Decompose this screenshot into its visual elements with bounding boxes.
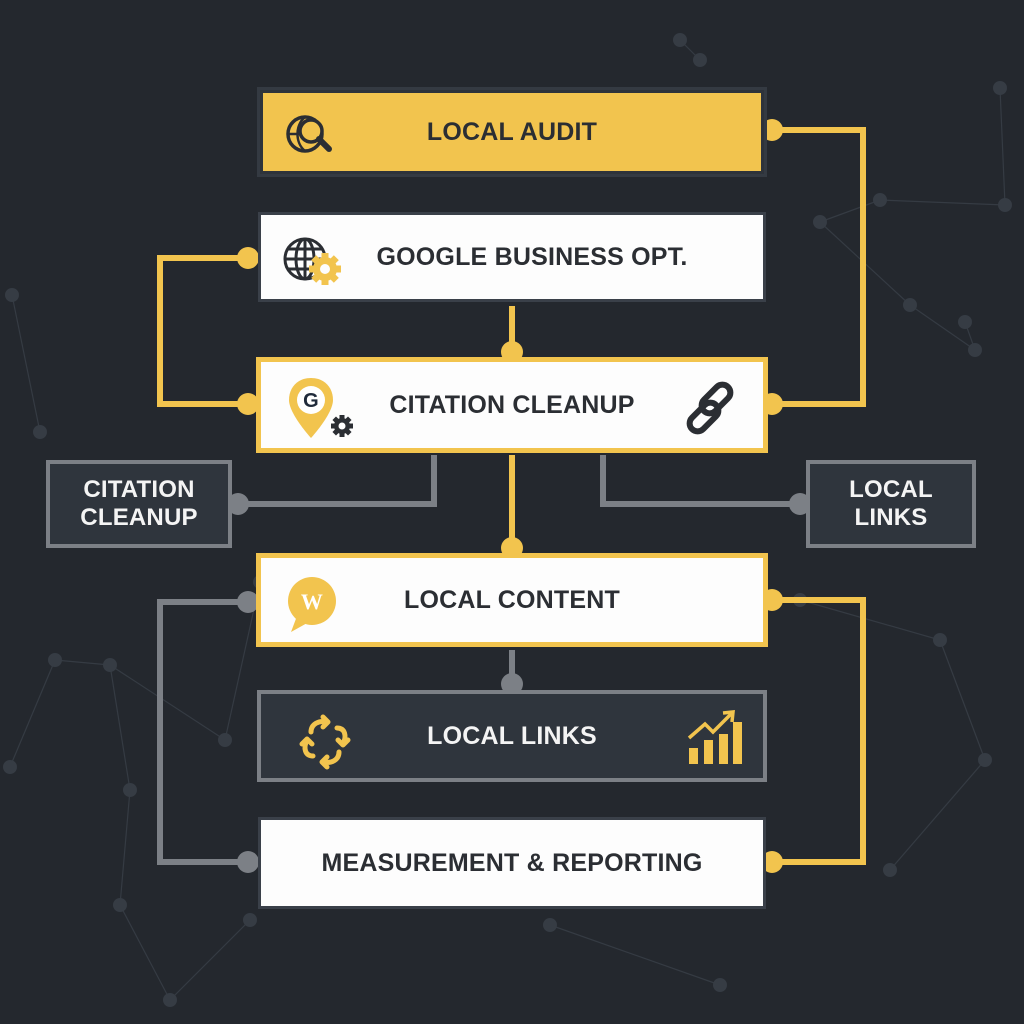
speech-bubble-w-icon: W bbox=[285, 576, 341, 636]
connector-citation-to-side-left bbox=[238, 455, 437, 507]
network-line bbox=[889, 759, 986, 871]
connector-citation-to-side-right bbox=[600, 455, 800, 507]
node-local-audit[interactable]: LOCAL AUDIT bbox=[260, 90, 764, 174]
label-line-1: CITATION bbox=[83, 476, 195, 503]
svg-text:W: W bbox=[301, 589, 323, 614]
connector-dot bbox=[237, 591, 259, 613]
network-line bbox=[819, 199, 881, 223]
globe-search-icon bbox=[283, 111, 343, 161]
network-node bbox=[673, 33, 687, 47]
node-label: MEASUREMENT & REPORTING bbox=[321, 848, 703, 877]
connector-dot bbox=[761, 119, 783, 141]
connector-dot bbox=[237, 393, 259, 415]
network-node bbox=[103, 658, 117, 672]
network-node bbox=[873, 193, 887, 207]
svg-text:G: G bbox=[303, 390, 319, 412]
node-citation-cleanup-side[interactable]: CITATION CLEANUP bbox=[46, 460, 232, 548]
node-google-business-opt[interactable]: GOOGLE BUSINESS OPT. bbox=[258, 212, 766, 302]
network-line bbox=[169, 919, 251, 1001]
connector-dot bbox=[501, 673, 523, 695]
node-local-content[interactable]: W LOCAL CONTENT bbox=[256, 553, 768, 647]
network-line bbox=[879, 199, 1006, 206]
network-node bbox=[243, 913, 257, 927]
node-label: LOCAL AUDIT bbox=[426, 117, 598, 146]
globe-gear-icon bbox=[281, 235, 351, 291]
network-line bbox=[909, 304, 976, 351]
node-label: CITATION CLEANUP bbox=[389, 390, 635, 419]
connector-content-to-measurement-right bbox=[772, 597, 866, 865]
network-node bbox=[3, 760, 17, 774]
network-line bbox=[54, 659, 111, 666]
network-node bbox=[993, 81, 1007, 95]
network-node bbox=[163, 993, 177, 1007]
connector-dot bbox=[761, 851, 783, 873]
network-node bbox=[903, 298, 917, 312]
label-line-1: LOCAL bbox=[849, 476, 933, 503]
connector-dot bbox=[237, 247, 259, 269]
node-local-links[interactable]: LOCAL LINKS bbox=[257, 690, 767, 782]
connector-dot bbox=[789, 493, 811, 515]
node-label: LOCAL LINKS bbox=[427, 721, 597, 750]
network-node bbox=[218, 733, 232, 747]
node-label: CITATION CLEANUP bbox=[80, 476, 197, 532]
network-node bbox=[543, 918, 557, 932]
network-node bbox=[48, 653, 62, 667]
connector-dot bbox=[227, 493, 249, 515]
network-node bbox=[968, 343, 982, 357]
connector-content-to-measurement-left bbox=[157, 599, 248, 865]
network-node bbox=[958, 315, 972, 329]
network-line bbox=[11, 294, 41, 433]
network-line bbox=[549, 924, 721, 986]
node-measurement-reporting[interactable]: MEASUREMENT & REPORTING bbox=[258, 817, 766, 909]
node-local-links-side[interactable]: LOCAL LINKS bbox=[806, 460, 976, 548]
cycle-arrows-icon bbox=[297, 714, 353, 770]
network-node bbox=[933, 633, 947, 647]
node-label: LOCAL LINKS bbox=[849, 476, 933, 532]
node-label: GOOGLE BUSINESS OPT. bbox=[376, 242, 688, 271]
network-line bbox=[109, 664, 226, 741]
node-label: LOCAL CONTENT bbox=[403, 585, 620, 614]
chain-link-icon bbox=[681, 378, 741, 438]
network-node bbox=[978, 753, 992, 767]
network-node bbox=[713, 978, 727, 992]
label-line-2: CLEANUP bbox=[80, 504, 198, 531]
network-line bbox=[939, 639, 986, 761]
network-node bbox=[113, 898, 127, 912]
network-node bbox=[123, 783, 137, 797]
network-node bbox=[5, 288, 19, 302]
network-line bbox=[109, 664, 131, 791]
network-node bbox=[998, 198, 1012, 212]
network-line bbox=[799, 599, 941, 641]
network-line bbox=[999, 87, 1006, 206]
connector-gbo-to-citation bbox=[157, 255, 248, 407]
network-line bbox=[9, 659, 56, 768]
network-node bbox=[693, 53, 707, 67]
network-node bbox=[33, 425, 47, 439]
growth-chart-icon bbox=[687, 710, 743, 766]
node-citation-cleanup[interactable]: G CITATION CLEANUP bbox=[256, 357, 768, 453]
label-line-2: LINKS bbox=[854, 504, 928, 531]
network-node bbox=[883, 863, 897, 877]
network-line bbox=[119, 904, 171, 1001]
network-node bbox=[813, 215, 827, 229]
network-line bbox=[119, 789, 131, 906]
map-pin-google-gear-icon: G bbox=[287, 376, 357, 442]
connector-dot bbox=[237, 851, 259, 873]
connector-audit-to-citation bbox=[772, 127, 866, 407]
